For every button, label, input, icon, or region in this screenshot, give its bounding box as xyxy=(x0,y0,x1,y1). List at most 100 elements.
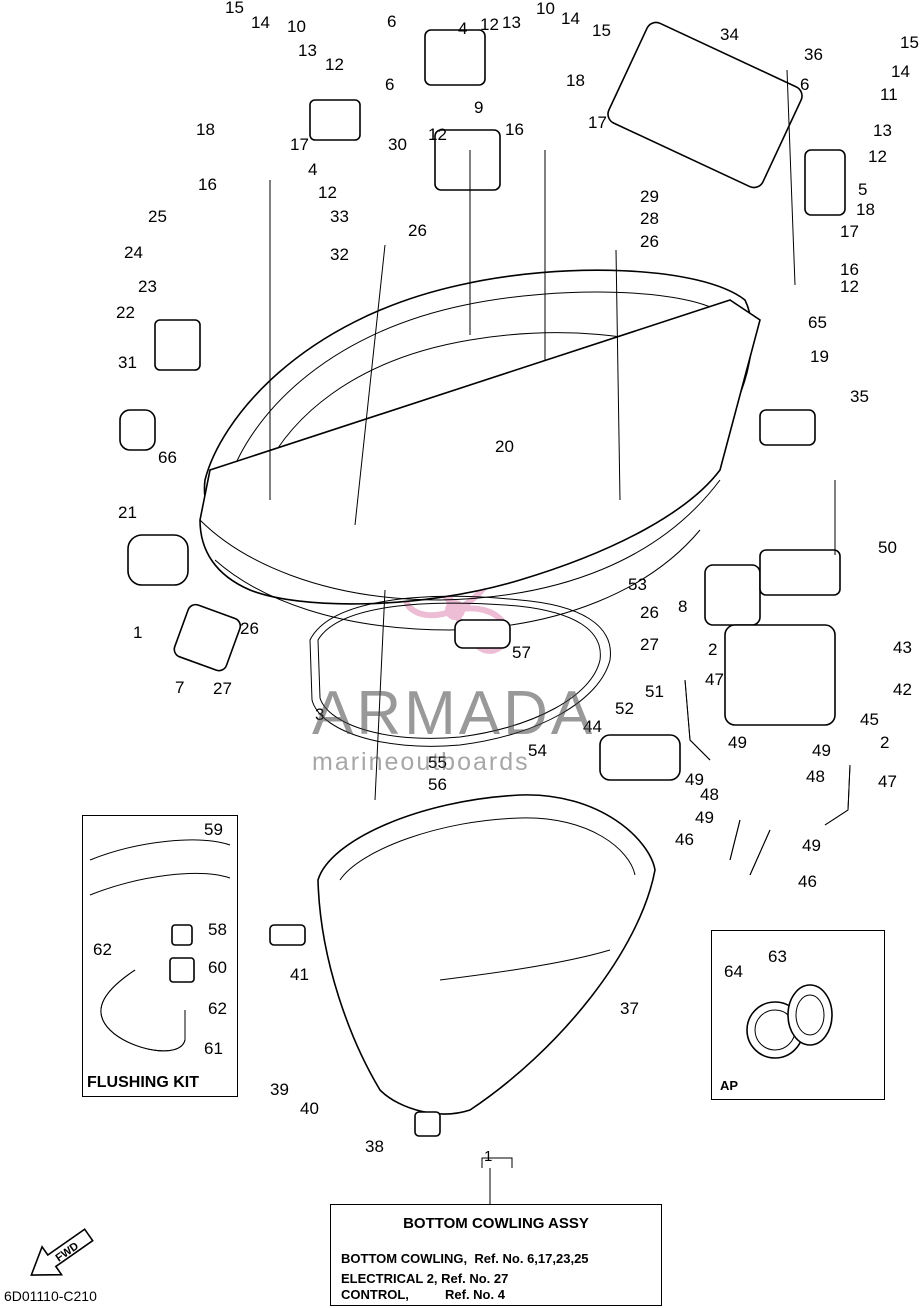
callout-15: 15 xyxy=(225,0,244,17)
callout-10b: 10 xyxy=(536,0,555,18)
callout-12b: 12 xyxy=(325,55,344,74)
callout-51: 51 xyxy=(645,682,664,701)
callout-1: 1 xyxy=(133,623,142,642)
callout-14: 14 xyxy=(251,13,270,32)
callout-14c: 14 xyxy=(891,62,910,81)
callout-12e: 12 xyxy=(868,147,887,166)
callout-43: 43 xyxy=(893,638,912,657)
callout-4b: 4 xyxy=(308,160,317,179)
callout-2: 2 xyxy=(708,640,717,659)
callout-44: 44 xyxy=(583,717,602,736)
callout-49d: 49 xyxy=(695,808,714,827)
callout-58: 58 xyxy=(208,920,227,939)
callout-66: 66 xyxy=(158,448,177,467)
callout-8: 8 xyxy=(678,597,687,616)
flushing-kit-title: FLUSHING KIT xyxy=(87,1074,199,1091)
callout-3: 3 xyxy=(315,705,324,724)
callout-28: 28 xyxy=(640,209,659,228)
callout-labels: 1 2 2 3 4 4 5 6 6 6 7 8 9 10 10 11 12 12… xyxy=(93,0,919,1156)
callout-26d: 26 xyxy=(240,619,259,638)
callout-19: 19 xyxy=(810,347,829,366)
callout-4: 4 xyxy=(458,19,467,38)
callout-16b: 16 xyxy=(505,120,524,139)
callout-27: 27 xyxy=(640,635,659,654)
callout-41: 41 xyxy=(290,965,309,984)
callout-36: 36 xyxy=(804,45,823,64)
callout-6: 6 xyxy=(387,12,396,31)
callout-56: 56 xyxy=(428,775,447,794)
callout-25: 25 xyxy=(148,207,167,226)
callout-53: 53 xyxy=(628,575,647,594)
callout-49c: 49 xyxy=(685,770,704,789)
callout-65: 65 xyxy=(808,313,827,332)
callout-42: 42 xyxy=(893,680,912,699)
assembly-row-3: CONTROL, Ref. No. 4 xyxy=(341,1287,505,1302)
callout-17: 17 xyxy=(290,135,309,154)
callout-45: 45 xyxy=(860,710,879,729)
callout-12: 12 xyxy=(480,15,499,34)
callout-38: 38 xyxy=(365,1137,384,1156)
callout-16: 16 xyxy=(198,175,217,194)
leader-lines xyxy=(269,69,836,1204)
callout-52: 52 xyxy=(615,699,634,718)
callout-24: 24 xyxy=(124,243,143,262)
callout-26: 26 xyxy=(408,221,427,240)
apron xyxy=(317,794,656,1115)
callout-46b: 46 xyxy=(798,872,817,891)
seal-ring xyxy=(309,595,611,747)
callout-17b: 17 xyxy=(588,113,607,132)
callout-18b: 18 xyxy=(566,71,585,90)
watermark-sub: marineoutboards xyxy=(312,748,530,776)
callout-29: 29 xyxy=(640,187,659,206)
callout-18c: 18 xyxy=(856,200,875,219)
ap-title: AP xyxy=(720,1078,739,1093)
callout-34: 34 xyxy=(720,25,739,44)
callout-40: 40 xyxy=(300,1099,319,1118)
callout-13: 13 xyxy=(502,13,521,32)
callout-47b: 47 xyxy=(878,772,897,791)
callout-10: 10 xyxy=(287,17,306,36)
callout-49: 49 xyxy=(728,733,747,752)
callout-22: 22 xyxy=(116,303,135,322)
assembly-box: BOTTOM COWLING ASSY BOTTOM COWLING, Ref.… xyxy=(330,1204,662,1306)
callout-7: 7 xyxy=(175,678,184,697)
callout-23: 23 xyxy=(138,277,157,296)
callout-32: 32 xyxy=(330,245,349,264)
callout-16c: 16 xyxy=(840,260,859,279)
callout-55: 55 xyxy=(428,753,447,772)
callout-18: 18 xyxy=(196,120,215,139)
callout-59: 59 xyxy=(204,820,223,839)
callout-50: 50 xyxy=(878,538,897,557)
callout-15b: 15 xyxy=(592,21,611,40)
assembly-row-1: BOTTOM COWLING, Ref. No. 6,17,23,25 xyxy=(341,1251,589,1266)
assembly-title: BOTTOM COWLING ASSY xyxy=(403,1215,589,1232)
callout-60: 60 xyxy=(208,958,227,977)
callout-26b: 26 xyxy=(640,232,659,251)
callout-14b: 14 xyxy=(561,9,580,28)
small-parts xyxy=(119,21,851,1137)
ap-box: AP xyxy=(711,930,885,1100)
callout-12d: 12 xyxy=(318,183,337,202)
callout-27b: 27 xyxy=(213,679,232,698)
callout-35: 35 xyxy=(850,387,869,406)
callout-6c: 6 xyxy=(800,75,809,94)
callout-63: 63 xyxy=(768,947,787,966)
diagram-code: 6D01110-C210 xyxy=(4,1288,97,1304)
callout-46: 46 xyxy=(675,830,694,849)
flushing-kit-box: FLUSHING KIT xyxy=(82,815,238,1097)
callout-6b: 6 xyxy=(385,75,394,94)
callout-49b: 49 xyxy=(812,741,831,760)
flushing-kit-parts xyxy=(89,839,231,1052)
callout-17c: 17 xyxy=(840,222,859,241)
callout-21: 21 xyxy=(118,503,137,522)
callout-61: 61 xyxy=(204,1039,223,1058)
callout-39: 39 xyxy=(270,1080,289,1099)
callout-12c: 12 xyxy=(428,125,447,144)
callout-64: 64 xyxy=(724,962,743,981)
callout-2b: 2 xyxy=(880,733,889,752)
assembly-row-2: ELECTRICAL 2, Ref. No. 27 xyxy=(341,1271,509,1286)
callout-13c: 13 xyxy=(873,121,892,140)
callout-62b: 62 xyxy=(208,999,227,1018)
callout-11: 11 xyxy=(880,85,898,104)
